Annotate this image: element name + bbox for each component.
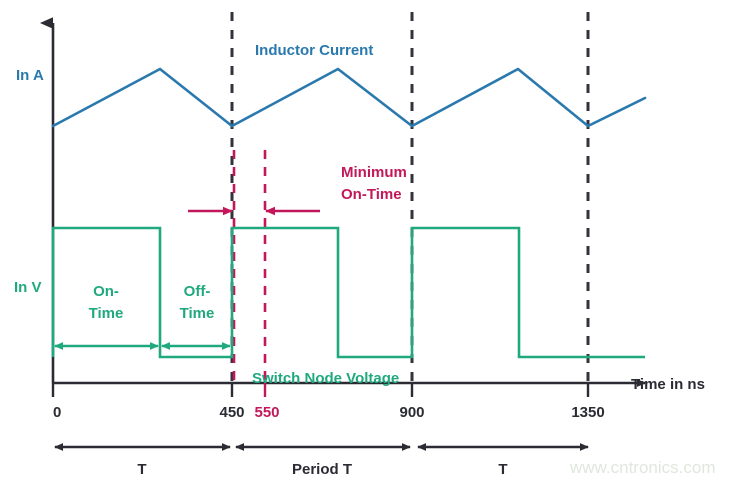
watermark-text: www.cntronics.com	[569, 458, 715, 477]
tick-label-900: 900	[399, 404, 424, 421]
tick-label-550: 550	[254, 404, 279, 421]
on-time-label-line2: Time	[89, 305, 124, 322]
y-axis-label-voltage: In V	[14, 279, 42, 296]
inductor-current-label: Inductor Current	[255, 42, 373, 59]
x-axis-ticks	[51, 383, 590, 397]
x-axis-label: Time in ns	[631, 376, 705, 393]
tick-label-450: 450	[219, 404, 244, 421]
inductor-current-waveform	[51, 67, 647, 128]
tick-label-1350: 1350	[571, 404, 604, 421]
off-time-label-line2: Time	[180, 305, 215, 322]
dashed-markers	[230, 12, 590, 383]
off-time-label-line1: Off-	[184, 283, 211, 300]
y-axis-label-current: In A	[16, 67, 44, 84]
switch-node-voltage-waveform	[51, 226, 645, 359]
minimum-on-time-label-line1: Minimum	[341, 164, 407, 181]
switch-node-voltage-label: Switch Node Voltage	[252, 370, 399, 387]
period-label-left: T	[137, 461, 146, 478]
minimum-on-time-label-line2: On-Time	[341, 186, 402, 203]
on-time-label-line1: On-	[93, 283, 119, 300]
tick-label-0: 0	[53, 404, 61, 421]
period-label-center: Period T	[292, 461, 352, 478]
period-label-right: T	[498, 461, 507, 478]
